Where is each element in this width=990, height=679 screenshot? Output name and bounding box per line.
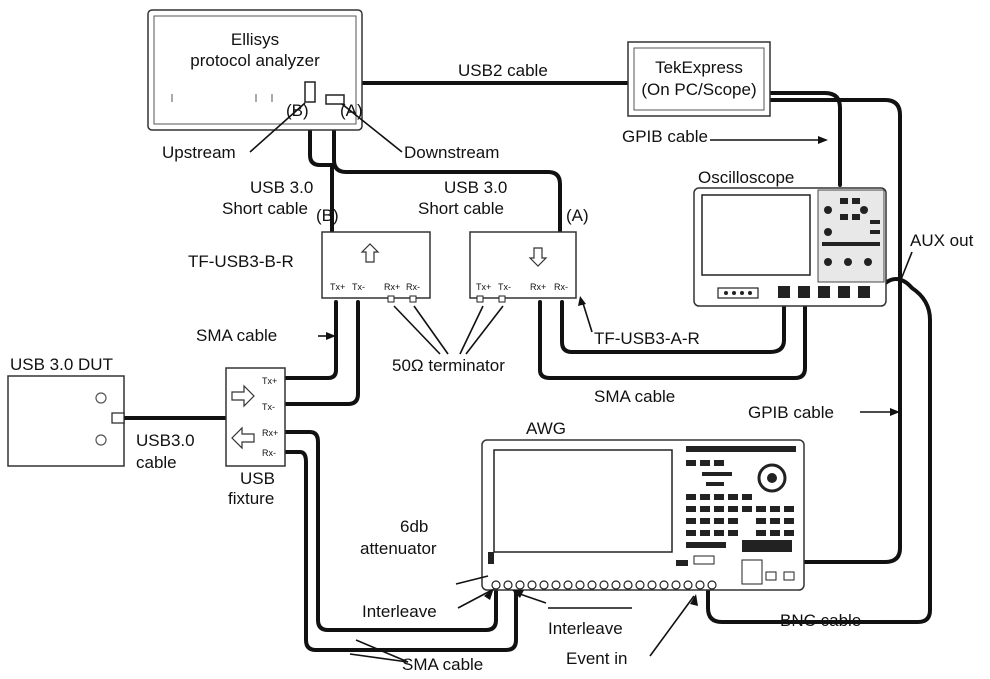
up-arrow-icon [360, 243, 380, 263]
awg-screen [493, 449, 673, 553]
fixture-tx-minus-label: Tx- [262, 402, 275, 412]
gpib-cable-awg [768, 98, 902, 564]
usb30-cable-line1: USB3.0 [136, 431, 195, 450]
fixture-rx-plus-label: Rx+ [262, 428, 278, 438]
usb30-short-right-line2: Short cable [418, 199, 504, 218]
sma-rx-minus-awg [283, 450, 518, 652]
usb30-short-right-line1: USB 3.0 [444, 178, 507, 197]
right-arrow-icon [231, 384, 255, 408]
b-marker-label: (B) [316, 206, 339, 225]
tf-usb3-a-r-fixture: Tx+ Tx- Rx+ Rx- [469, 231, 577, 303]
gpib-cable-scope [768, 91, 842, 187]
aux-out-cable [706, 277, 932, 624]
usb30-short-cable-a [332, 98, 562, 234]
scope-screen [701, 194, 811, 276]
analyzer-subtitle: protocol analyzer [190, 51, 320, 70]
tf-a-tx-plus-label: Tx+ [476, 282, 491, 292]
tf-b-tx-plus-label: Tx+ [330, 282, 345, 292]
usb30-cable-line2: cable [136, 453, 177, 472]
sma-tx-plus [283, 300, 338, 380]
tf-b-rx-plus-label: Rx+ [384, 282, 400, 292]
labels: USB2 cable GPIB cable Oscilloscope Upstr… [10, 61, 974, 674]
tf-b-rx-minus-label: Rx- [406, 282, 420, 292]
sma-rx-minus [560, 296, 786, 354]
awg-keypad [488, 460, 794, 564]
fixture-tx-plus-label: Tx+ [262, 376, 277, 386]
sma-cable-bottom-label: SMA cable [402, 655, 483, 674]
usb30-short-left-line2: Short cable [222, 199, 308, 218]
usb2-cable-label: USB2 cable [458, 61, 548, 80]
dut-label: USB 3.0 DUT [10, 355, 113, 374]
downstream-label: Downstream [404, 143, 499, 162]
downstream-port [325, 94, 345, 105]
cables [122, 81, 932, 652]
tf-b-tx-minus-label: Tx- [352, 282, 365, 292]
gpib-cable-top-label: GPIB cable [622, 127, 708, 146]
scope-knobs [822, 198, 880, 266]
interleave-bar-label: Interleave [548, 619, 623, 638]
terminator-label: 50Ω terminator [392, 356, 505, 375]
fixture-line2: fixture [228, 489, 274, 508]
sma-cable-left-label: SMA cable [196, 326, 277, 345]
sma-tx-minus [283, 300, 360, 406]
awg-output-connectors [491, 580, 717, 590]
a-marker-label: (A) [566, 206, 589, 225]
port-a-top-label: (A) [340, 101, 363, 120]
tf-usb3-b-r-label: TF-USB3-B-R [188, 252, 294, 271]
tf-a-rx-minus-label: Rx- [554, 282, 568, 292]
ellisys-analyzer: Ellisys protocol analyzer [147, 9, 363, 131]
awg-instrument [481, 439, 805, 591]
attenuator-line2: attenuator [360, 539, 437, 558]
upstream-port [304, 81, 316, 103]
tf-usb3-b-r-fixture: Tx+ Tx- Rx+ Rx- [321, 231, 431, 303]
usb30-short-left-line1: USB 3.0 [250, 178, 313, 197]
oscilloscope [693, 187, 887, 307]
attenuator-line1: 6db [400, 517, 428, 536]
tekexpress-name: TekExpress [655, 58, 743, 77]
oscilloscope-label: Oscilloscope [698, 168, 794, 187]
leader-lines [249, 102, 918, 663]
port-b-top-label: (B) [286, 101, 309, 120]
sma-rx-plus-awg [283, 430, 498, 632]
tf-a-rx-plus-label: Rx+ [530, 282, 546, 292]
bnc-cable-label: BNC cable [780, 611, 861, 630]
aux-out-label: AUX out [910, 231, 974, 250]
down-arrow-icon [528, 247, 548, 267]
tekexpress-box: TekExpress (On PC/Scope) [627, 41, 771, 117]
upstream-label: Upstream [162, 143, 236, 162]
fixture-rx-minus-label: Rx- [262, 448, 276, 458]
tf-a-tx-minus-label: Tx- [498, 282, 511, 292]
tekexpress-subtitle: (On PC/Scope) [641, 80, 756, 99]
sma-cable-mid-label: SMA cable [594, 387, 675, 406]
sma-rx-plus [538, 296, 807, 380]
left-arrow-icon [231, 426, 255, 450]
interleave-label: Interleave [362, 602, 437, 621]
fixture-line1: USB [240, 469, 275, 488]
tf-usb3-a-r-label: TF-USB3-A-R [594, 329, 700, 348]
event-in-label: Event in [566, 649, 627, 668]
analyzer-name: Ellisys [231, 30, 279, 49]
usb30-dut [7, 375, 125, 467]
usb-fixture: Tx+ Tx- Rx+ Rx- [225, 367, 286, 467]
gpib-cable-mid-label: GPIB cable [748, 403, 834, 422]
usb30-short-cable-b [308, 101, 334, 234]
awg-label: AWG [526, 419, 566, 438]
scope-channel-inputs [778, 286, 870, 298]
